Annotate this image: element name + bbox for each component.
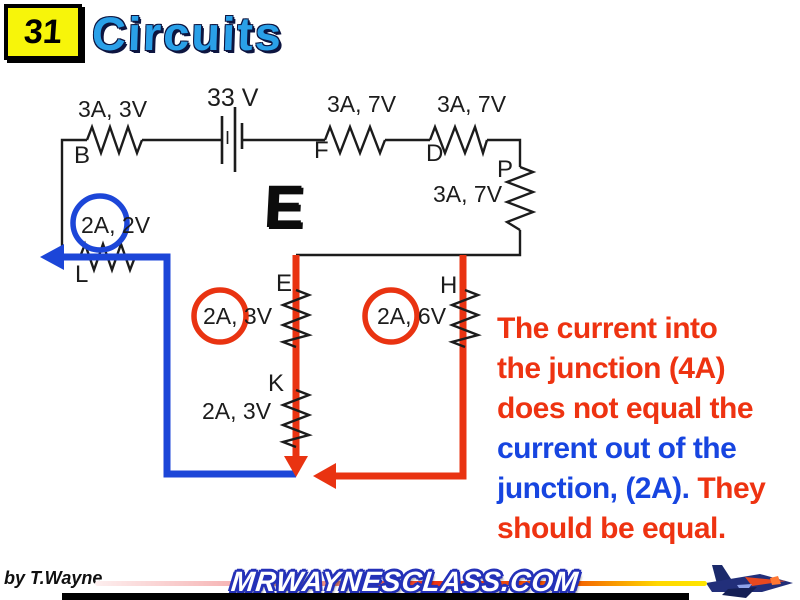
highlight-circle-red-h xyxy=(362,287,420,345)
bottom-bar xyxy=(62,593,689,600)
resistor-k-value: 2A, 3V xyxy=(202,398,272,424)
resistor-b-label: B xyxy=(74,142,91,169)
author-byline: by T.Wayne xyxy=(4,568,103,588)
annotation-line-5-blue: junction, (2A). xyxy=(497,472,690,505)
slide-number-badge: 31 xyxy=(4,4,82,60)
resistor-e-value: 2A, 3V xyxy=(203,303,273,329)
highlight-circle-blue xyxy=(70,193,130,253)
annotation-line-4: current out of the xyxy=(497,432,737,465)
battery-icon xyxy=(220,107,244,172)
annotation-line-3: does not equal the xyxy=(497,392,754,425)
annotation-line-2: the junction (4A) xyxy=(497,352,726,385)
resistor-e-label: E xyxy=(276,270,293,297)
current-arrow-red-down-icon xyxy=(284,255,308,477)
battery-value: 33 V xyxy=(207,84,259,112)
resistor-p xyxy=(503,165,537,232)
answer-letter: E xyxy=(262,173,306,240)
resistor-b xyxy=(85,123,144,157)
resistor-l-value: 2A, 2V xyxy=(81,212,151,238)
resistor-p-value: 3A, 7V xyxy=(433,181,503,207)
resistor-d-value: 3A, 7V xyxy=(437,91,507,117)
resistor-b-value: 3A, 3V xyxy=(78,96,148,122)
resistor-f-label: F xyxy=(314,137,329,164)
battery-label: I xyxy=(225,128,231,148)
resistor-h-value: 2A, 6V xyxy=(377,303,447,329)
resistor-p-label: P xyxy=(497,156,514,183)
resistor-h xyxy=(448,288,482,349)
annotation-line-5-red: They xyxy=(689,472,766,505)
resistor-d-label: D xyxy=(426,140,444,167)
circuit-resistors xyxy=(85,123,537,449)
annotation-line-1: The current into xyxy=(497,312,718,345)
resistor-d xyxy=(428,123,489,158)
wire-middle xyxy=(296,230,522,257)
annotation-line-5: junction, (2A). They xyxy=(497,472,766,506)
highlight-circle-red-e xyxy=(191,287,249,345)
resistor-k xyxy=(279,388,313,449)
resistor-e xyxy=(279,288,313,349)
footer-gradient-line xyxy=(95,581,707,586)
wire-d-to-p xyxy=(487,138,522,167)
jet-icon xyxy=(706,565,793,598)
resistor-h-label: H xyxy=(440,272,458,299)
resistor-f xyxy=(323,123,387,157)
resistor-f-value: 3A, 7V xyxy=(327,91,397,117)
current-arrow-blue-icon xyxy=(40,244,296,478)
resistor-l-label: L xyxy=(75,261,89,288)
resistor-k-label: K xyxy=(268,370,285,397)
annotation-line-6: should be equal. xyxy=(497,512,726,545)
